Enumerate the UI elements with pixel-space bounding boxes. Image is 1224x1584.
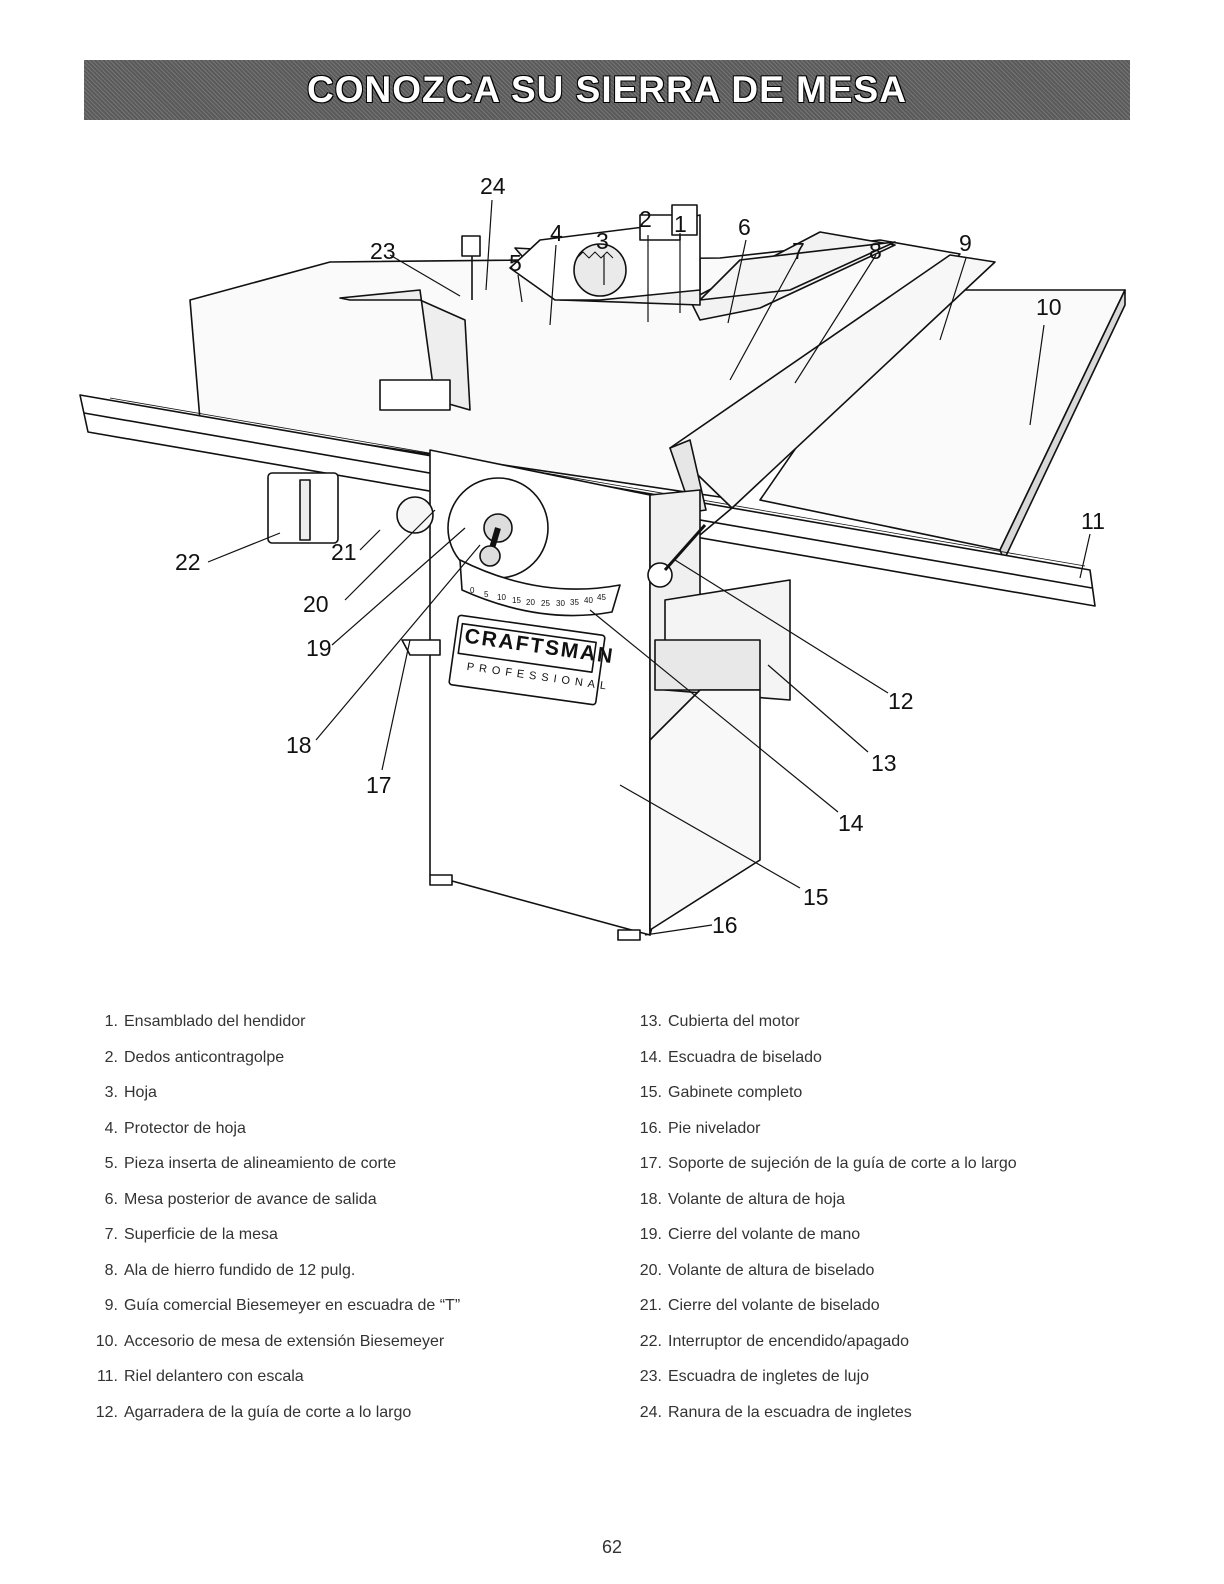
list-item: 3.Hoja [104,1084,157,1101]
callout-18: 18 [286,732,312,758]
front-rail [79,394,1096,607]
callout-20: 20 [303,591,329,617]
list-item: 5.Pieza inserta de alineamiento de corte [104,1155,397,1172]
motor-cover [664,579,791,701]
callout-4: 4 [550,220,563,246]
scale-label: 40 [584,596,593,605]
section-title-banner: CONOZCA SU SIERRA DE MESA [84,60,1130,120]
list-item: 7.Superficie de la mesa [104,1226,278,1243]
callout-1: 1 [674,211,687,237]
scale-label: 30 [556,599,565,608]
list-item: 15.Gabinete completo [639,1084,803,1101]
scale-label: 25 [541,599,550,608]
list-item: 14.Escuadra de biselado [639,1048,822,1066]
list-item: 17.Soporte de sujeción de la guía de cor… [639,1155,1017,1172]
scale-label: 15 [512,596,521,605]
list-item: 18.Volante de altura de hoja [639,1190,846,1208]
blade-insert [514,247,701,306]
list-item: 21.Cierre del volante de biselado [639,1297,880,1314]
leader-lines [207,199,1091,936]
miter-gauge [339,289,471,411]
blade-guard [509,214,701,301]
page-number: 62 [601,1537,623,1557]
brand-plate [448,614,606,706]
list-item: 9.Guía comercial Biesemeyer en escuadra … [104,1297,461,1314]
list-item: 22.Interruptor de encendido/apagado [639,1332,910,1350]
scale-label: 5 [484,590,489,599]
fence-lock-knob [647,562,673,588]
scale-label: 20 [526,598,535,607]
callout-9: 9 [959,230,972,256]
cabinet [429,449,651,936]
list-item: 10.Accesorio de mesa de extensión Biesem… [95,1332,445,1350]
fence-holder-bracket [401,639,441,656]
list-item: 24.Ranura de la escuadra de ingletes [639,1403,912,1421]
callout-13: 13 [871,750,897,776]
bevel-scale [459,559,621,617]
callout-16: 16 [712,912,738,938]
callout-12: 12 [888,688,914,714]
callout-21: 21 [331,539,357,565]
list-item: 2.Dedos anticontragolpe [104,1048,285,1066]
main-table [189,239,961,501]
list-item: 23.Escuadra de ingletes de lujo [639,1368,870,1385]
list-item: 16.Pie nivelador [639,1119,761,1137]
cast-iron-wing [699,241,896,301]
extension-table [759,289,1126,551]
callout-15: 15 [803,884,829,910]
scale-label: 35 [570,598,579,607]
section-title: CONOZCA SU SIERRA DE MESA [307,69,907,110]
fence [669,254,996,509]
callout-24: 24 [480,173,506,199]
scale-label: 45 [597,593,606,602]
list-item: 20.Volante de altura de biselado [639,1261,875,1279]
callout-2: 2 [639,206,652,232]
callout-22: 22 [175,549,201,575]
list-item: 12.Agarradera de la guía de corte a lo l… [95,1403,412,1421]
list-item: 6.Mesa posterior de avance de salida [104,1190,377,1208]
callout-17: 17 [366,772,392,798]
scale-label: 0 [470,586,475,595]
blade-height-handwheel [447,477,549,579]
outfeed-table [689,231,896,321]
list-item: 11.Riel delantero con escala [96,1368,304,1385]
list-item: 8.Ala de hierro fundido de 12 pulg. [104,1261,356,1279]
callout-11: 11 [1081,508,1105,534]
callout-6: 6 [738,214,751,240]
list-item: 1.Ensamblado del hendidor [104,1013,306,1030]
brand-name: CRAFTSMAN [463,624,616,669]
callout-8: 8 [869,238,882,264]
table-saw-illustration: CRAFTSMAN PROFESSIONAL 0 5 10 15 20 25 3… [79,173,1126,941]
list-item: 19.Cierre del volante de mano [639,1226,861,1243]
callout-7: 7 [792,238,805,264]
list-item: 13.Cubierta del motor [639,1013,800,1030]
table-saw-drawing [79,199,1126,941]
callout-14: 14 [838,810,864,836]
scale-label: 10 [497,593,506,602]
callout-19: 19 [306,635,332,661]
blade [573,243,627,297]
power-switch [267,472,339,544]
list-item: 4.Protector de hoja [104,1119,246,1137]
callout-23: 23 [370,238,396,264]
brand-subtitle: PROFESSIONAL [465,660,612,694]
callout-5: 5 [509,250,522,276]
callout-3: 3 [596,228,609,254]
callout-10: 10 [1036,294,1062,320]
